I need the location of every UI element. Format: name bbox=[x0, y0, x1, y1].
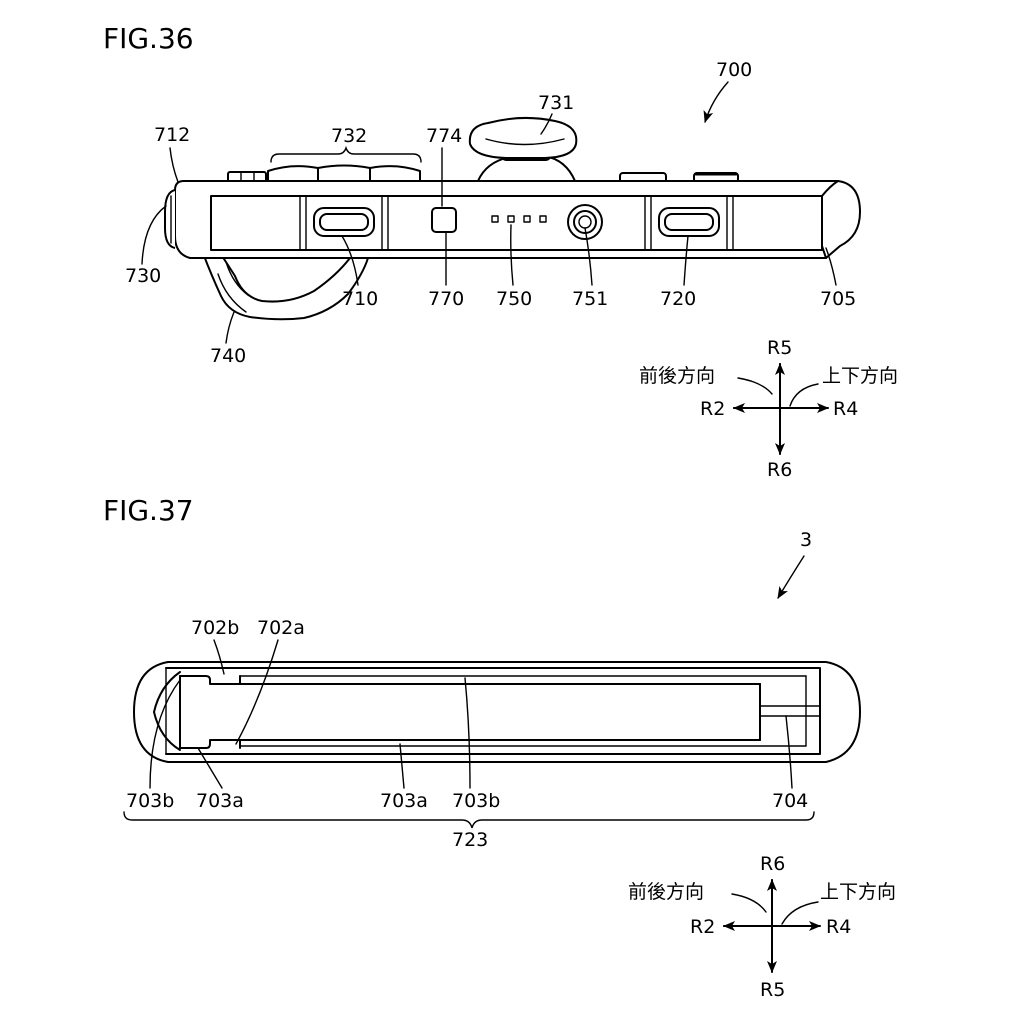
ref-770: 770 bbox=[428, 288, 464, 310]
ref-702b-leader bbox=[213, 639, 225, 675]
ref-751: 751 bbox=[572, 288, 608, 310]
side-face-panel bbox=[210, 195, 823, 251]
ref-712-leader bbox=[169, 147, 179, 183]
strap-grip-740 bbox=[199, 244, 369, 321]
ref-703a-left: 703a bbox=[196, 790, 244, 812]
dir-label-r5: R5 bbox=[767, 337, 792, 359]
button-770 bbox=[431, 207, 457, 233]
ref-730: 730 bbox=[125, 265, 161, 287]
ref-702b: 702b bbox=[191, 617, 239, 639]
ref-712: 712 bbox=[154, 124, 190, 146]
operation-buttons-732 bbox=[267, 164, 421, 182]
ref-702a: 702a bbox=[257, 617, 305, 639]
ref-751-leader bbox=[584, 227, 593, 286]
ref-731-leader bbox=[540, 113, 553, 135]
ref-774: 774 bbox=[426, 125, 462, 147]
ref-703a-mid-leader bbox=[399, 743, 405, 789]
fig36: FIG.36 700 bbox=[103, 22, 898, 481]
ref-703b-mid-leader bbox=[464, 677, 471, 789]
ref-3: 3 bbox=[800, 529, 812, 551]
fig37-title: FIG.37 bbox=[103, 494, 194, 527]
ref-3-arrow bbox=[777, 555, 805, 599]
housing-cross-section bbox=[133, 661, 861, 763]
up-down-leader bbox=[781, 901, 819, 925]
ref-720-leader bbox=[683, 235, 689, 286]
ref-704-leader bbox=[785, 715, 793, 789]
fig37: FIG.37 3 702b 702 bbox=[103, 494, 896, 1001]
direction-indicator-fig36: R5 R6 R2 R4 前後方向 上下方向 bbox=[639, 337, 898, 481]
dir-label-up-down: 上下方向 bbox=[822, 365, 898, 387]
dir-label-front-back: 前後方向 bbox=[628, 881, 704, 903]
ref-703b-mid: 703b bbox=[452, 790, 500, 812]
dir-label-r6: R6 bbox=[760, 853, 785, 875]
button-720 bbox=[658, 207, 720, 237]
ref-731: 731 bbox=[538, 92, 574, 114]
ref-720: 720 bbox=[660, 288, 696, 310]
ref-702a-leader bbox=[235, 639, 279, 745]
ref-703a-mid: 703a bbox=[380, 790, 428, 812]
part-704 bbox=[759, 705, 821, 717]
ref-732: 732 bbox=[331, 125, 367, 147]
side-rail-730 bbox=[164, 189, 176, 249]
ref-732-brace bbox=[270, 145, 422, 163]
front-back-leader bbox=[731, 893, 767, 913]
ref-703b-left-leader bbox=[149, 679, 181, 789]
ref-704: 704 bbox=[772, 790, 808, 812]
top-small-buttons bbox=[227, 171, 267, 183]
ref-705-leader bbox=[825, 247, 837, 286]
ref-750: 750 bbox=[496, 288, 532, 310]
ref-703a-left-leader bbox=[197, 747, 223, 789]
dir-label-up-down: 上下方向 bbox=[820, 881, 896, 903]
analog-stick-731 bbox=[468, 116, 578, 182]
button-710 bbox=[313, 207, 375, 237]
ref-710-leader bbox=[341, 235, 359, 286]
button-751 bbox=[567, 204, 603, 240]
dir-label-r2: R2 bbox=[690, 916, 715, 938]
direction-indicator-fig37: R6 R5 R2 R4 前後方向 上下方向 bbox=[628, 853, 896, 1001]
ref-730-leader bbox=[141, 205, 167, 265]
dir-label-front-back: 前後方向 bbox=[639, 365, 715, 387]
dir-label-r4: R4 bbox=[826, 916, 851, 938]
ref-710: 710 bbox=[342, 288, 378, 310]
rail-structure bbox=[179, 675, 807, 749]
ref-700: 700 bbox=[716, 59, 752, 81]
ref-740: 740 bbox=[210, 345, 246, 367]
ref-740-leader bbox=[225, 311, 235, 344]
front-back-leader bbox=[737, 377, 773, 395]
dir-label-r2: R2 bbox=[700, 398, 725, 420]
fig36-title: FIG.36 bbox=[103, 22, 194, 55]
up-down-leader bbox=[789, 383, 819, 407]
dir-label-r6: R6 bbox=[767, 459, 792, 481]
indicator-leds-750 bbox=[491, 215, 547, 223]
ref-750-leader bbox=[510, 224, 514, 286]
ref-703b-left: 703b bbox=[126, 790, 174, 812]
ref-705: 705 bbox=[820, 288, 856, 310]
dir-label-r5: R5 bbox=[760, 979, 785, 1001]
ref-723-brace bbox=[123, 811, 815, 829]
ref-700-arrow bbox=[703, 81, 729, 123]
dir-label-r4: R4 bbox=[833, 398, 858, 420]
ref-723: 723 bbox=[452, 829, 488, 851]
